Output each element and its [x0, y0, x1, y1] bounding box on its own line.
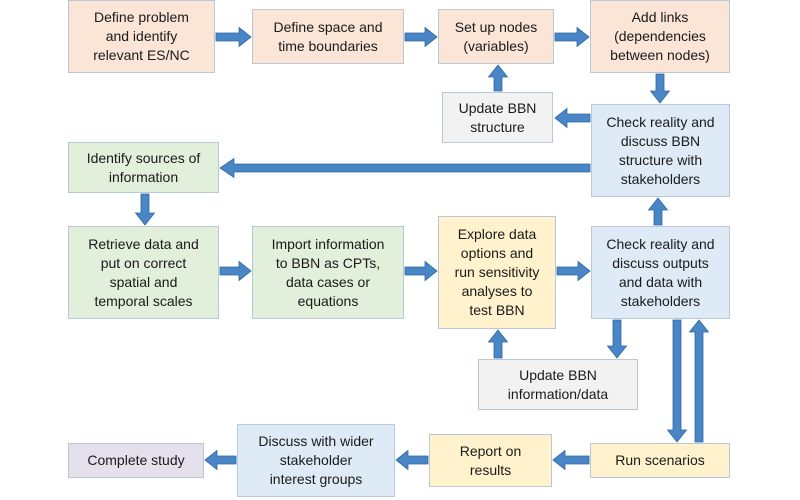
- arrow-run-scenarios-to-report: [552, 449, 590, 471]
- retrieve-data-label: Retrieve data and put on correct spatial…: [88, 235, 199, 309]
- complete-study-label: Complete study: [87, 452, 185, 468]
- check-structure-box: Check reality and discuss BBN structure …: [591, 104, 730, 197]
- define-problem-box: Define problem and identify relevant ES/…: [68, 0, 215, 73]
- add-links-box: Add links (dependencies between nodes): [590, 0, 730, 73]
- arrow-import-to-explore: [404, 260, 438, 282]
- import-info-label: Import information to BBN as CPTs, data …: [271, 235, 385, 309]
- update-bbn-structure-label: Update BBN structure: [458, 99, 537, 135]
- set-up-nodes-box: Set up nodes (variables): [438, 9, 554, 64]
- discuss-wider-box: Discuss with wider stakeholder interest …: [237, 424, 395, 497]
- explore-data-label: Explore data options and run sensitivity…: [454, 226, 540, 318]
- arrow-nodes-to-links: [554, 26, 590, 48]
- arrow-explore-to-check-outputs: [556, 260, 591, 282]
- add-links-label: Add links (dependencies between nodes): [610, 9, 710, 63]
- arrow-check-structure-to-update-structure: [554, 107, 591, 129]
- update-bbn-info-label: Update BBN information/data: [507, 366, 609, 402]
- report-results-label: Report on results: [459, 442, 522, 478]
- define-space-label: Define space and time boundaries: [273, 18, 383, 54]
- check-outputs-box: Check reality and discuss outputs and da…: [591, 226, 730, 319]
- define-problem-label: Define problem and identify relevant ES/…: [93, 9, 190, 63]
- report-results-box: Report on results: [429, 434, 552, 487]
- identify-sources-box: Identify sources of information: [68, 142, 219, 193]
- arrow-retrieve-to-import: [219, 260, 252, 282]
- complete-study-box: Complete study: [68, 443, 204, 478]
- set-up-nodes-label: Set up nodes (variables): [454, 18, 538, 54]
- arrow-check-outputs-to-run-scenarios: [666, 319, 688, 443]
- arrow-space-to-nodes: [404, 26, 438, 48]
- arrow-links-to-check-structure: [649, 73, 671, 104]
- run-scenarios-box: Run scenarios: [590, 443, 730, 478]
- arrow-update-info-to-explore: [487, 329, 509, 359]
- arrow-check-outputs-to-update-info: [606, 319, 628, 359]
- arrow-update-structure-to-nodes: [487, 64, 509, 92]
- arrow-check-outputs-to-check-structure: [647, 197, 669, 226]
- arrow-identify-to-retrieve: [134, 193, 156, 226]
- retrieve-data-box: Retrieve data and put on correct spatial…: [68, 226, 219, 319]
- import-info-box: Import information to BBN as CPTs, data …: [252, 226, 404, 319]
- update-bbn-structure-box: Update BBN structure: [442, 92, 553, 143]
- arrow-run-scenarios-to-check-outputs: [688, 319, 710, 443]
- arrow-group: [134, 26, 710, 471]
- update-bbn-info-box: Update BBN information/data: [478, 359, 638, 410]
- arrow-discuss-to-complete: [204, 449, 237, 471]
- explore-data-box: Explore data options and run sensitivity…: [438, 216, 556, 329]
- arrow-report-to-discuss: [395, 449, 429, 471]
- run-scenarios-label: Run scenarios: [615, 452, 705, 468]
- arrow-check-structure-to-identify-sources: [219, 157, 591, 179]
- define-space-box: Define space and time boundaries: [252, 9, 404, 64]
- check-structure-label: Check reality and discuss BBN structure …: [606, 113, 715, 187]
- arrow-problem-to-space: [215, 26, 252, 48]
- check-outputs-label: Check reality and discuss outputs and da…: [606, 235, 715, 309]
- identify-sources-label: Identify sources of information: [86, 149, 201, 185]
- discuss-wider-label: Discuss with wider stakeholder interest …: [258, 433, 374, 487]
